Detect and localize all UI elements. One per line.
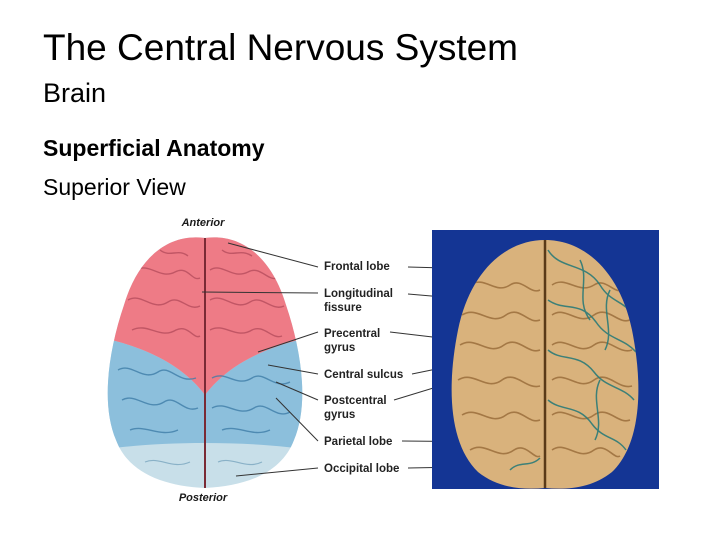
- section-heading: Superficial Anatomy: [43, 135, 265, 161]
- label-longitudinal-fissure-2: fissure: [324, 302, 362, 314]
- illustrated-brain: [107, 237, 303, 488]
- label-frontal-lobe: Frontal lobe: [324, 261, 390, 273]
- anterior-label: Anterior: [181, 217, 226, 229]
- frontal-gyri: [127, 249, 285, 338]
- label-postcentral-gyrus-2: gyrus: [324, 409, 355, 421]
- photo-brain-panel: [432, 230, 659, 489]
- photo-gyri: [457, 281, 633, 458]
- occipital-gyri: [144, 459, 263, 466]
- slide-title: The Central Nervous System: [43, 27, 519, 68]
- posterior-label: Posterior: [179, 492, 228, 504]
- label-postcentral-gyrus-1: Postcentral: [324, 395, 387, 407]
- label-parietal-lobe: Parietal lobe: [324, 436, 392, 448]
- label-central-sulcus: Central sulcus: [324, 369, 403, 381]
- view-heading: Superior View: [43, 174, 186, 200]
- slide-subtitle: Brain: [43, 78, 107, 108]
- label-precentral-gyrus-1: Precentral: [324, 328, 380, 340]
- parietal-region: [107, 335, 303, 452]
- parietal-gyri: [117, 367, 291, 434]
- label-longitudinal-fissure-1: Longitudinal: [324, 288, 393, 300]
- label-precentral-gyrus-2: gyrus: [324, 342, 355, 354]
- label-occipital-lobe: Occipital lobe: [324, 463, 399, 475]
